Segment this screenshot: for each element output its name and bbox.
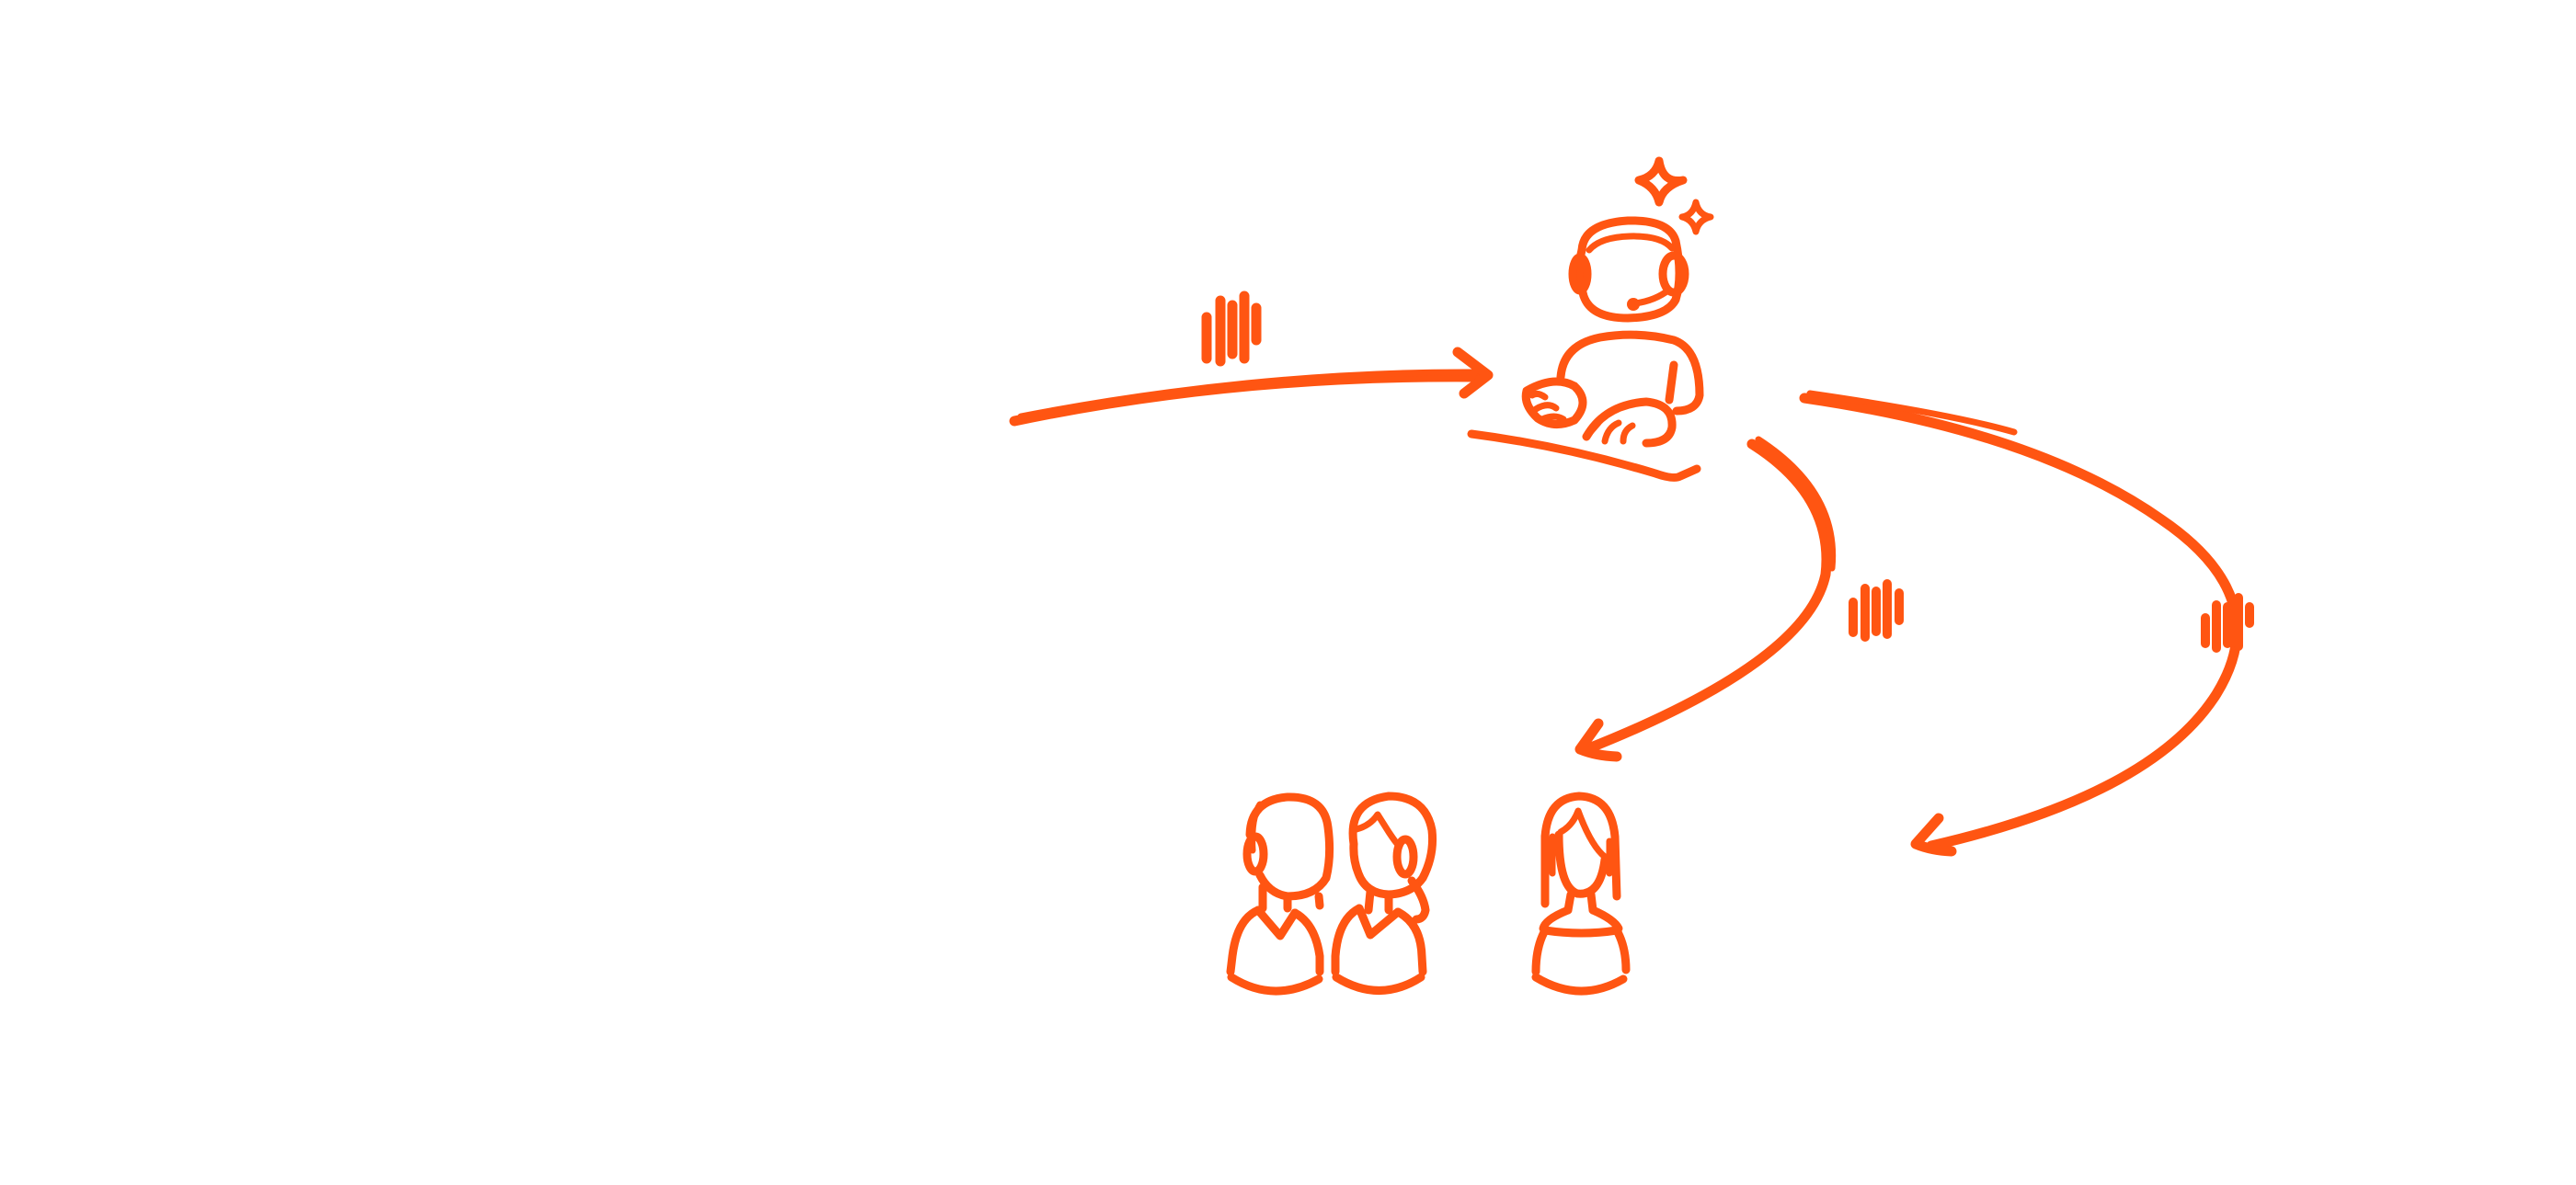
routing-arrow-group-a [1574, 436, 1837, 762]
routing-arrow-group-b [1799, 390, 2242, 857]
person-headset-icon [1331, 792, 1437, 995]
sparkle-icon [1678, 199, 1714, 235]
person-headset-icon [1226, 792, 1334, 996]
incoming-arrow [1009, 347, 1494, 427]
arrowhead-icon [1452, 347, 1494, 399]
person-icon [1531, 792, 1631, 996]
sound-wave-icon [1201, 291, 1262, 367]
sparkle-icon [1634, 156, 1688, 207]
sound-wave-icon [2201, 593, 2254, 653]
arrowhead-icon [1910, 813, 1957, 857]
sound-wave-icon [1849, 579, 1904, 642]
arrowhead-icon [1574, 718, 1622, 762]
headset-agent-icon [1467, 156, 1714, 482]
